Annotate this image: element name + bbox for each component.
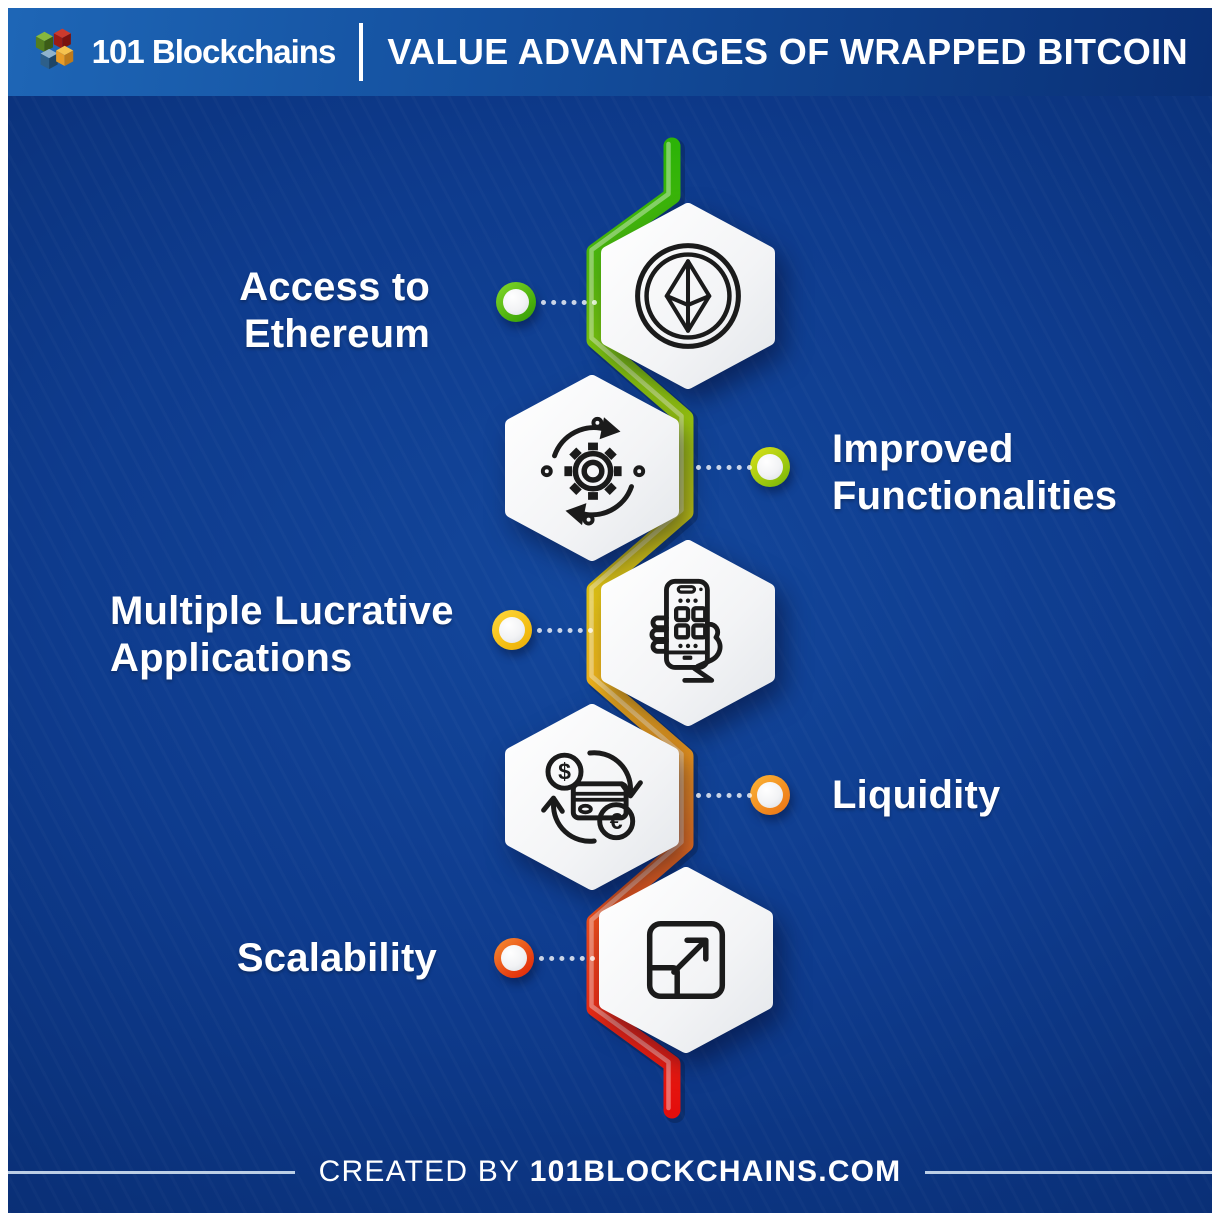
dotted-connector bbox=[539, 956, 595, 961]
hexagon-liquidity bbox=[505, 704, 679, 890]
ethereum-icon bbox=[635, 243, 741, 349]
bullet-multiple-lucrative-applications bbox=[492, 610, 532, 650]
dotted-connector bbox=[696, 793, 752, 798]
footer-rule-right bbox=[925, 1170, 1213, 1174]
mobile-apps-hand-icon bbox=[649, 578, 723, 683]
svg-text:€: € bbox=[610, 808, 623, 834]
header-divider bbox=[359, 23, 364, 81]
footer-rule-left bbox=[8, 1170, 295, 1174]
101-blockchains-logo-icon bbox=[35, 28, 74, 70]
currency-exchange-icon: $ € bbox=[541, 750, 643, 844]
label-scalability: Scalability bbox=[236, 936, 437, 980]
footer: CREATED BY 101BLOCKCHAINS.COM bbox=[8, 1154, 1213, 1190]
header-bar: 101 Blockchains VALUE ADVANTAGES OF WRAP… bbox=[8, 8, 1212, 96]
bullet-access-to-ethereum bbox=[496, 282, 536, 322]
svg-text:$: $ bbox=[558, 758, 571, 784]
bullet-liquidity bbox=[750, 775, 790, 815]
label-improved-functionalities: Improved Functionalities bbox=[832, 427, 1118, 518]
dotted-connector bbox=[696, 465, 752, 470]
hexagon-improved-functionalities bbox=[505, 375, 679, 561]
expand-icon bbox=[646, 920, 726, 1000]
bullet-scalability bbox=[494, 938, 534, 978]
gear-sync-icon bbox=[540, 416, 646, 526]
footer-credit: CREATED BY 101BLOCKCHAINS.COM bbox=[318, 1155, 902, 1188]
dotted-connector bbox=[541, 300, 597, 305]
label-multiple-lucrative-applications: Multiple Lucrative Applications bbox=[110, 589, 454, 680]
label-liquidity: Liquidity bbox=[832, 773, 1001, 817]
bullet-improved-functionalities bbox=[750, 447, 790, 487]
label-access-to-ethereum: Access to Ethereum bbox=[239, 265, 430, 356]
page-title: VALUE ADVANTAGES OF WRAPPED BITCOIN bbox=[387, 31, 1188, 72]
logo-text: 101 Blockchains bbox=[91, 33, 337, 70]
dotted-connector bbox=[537, 628, 593, 633]
